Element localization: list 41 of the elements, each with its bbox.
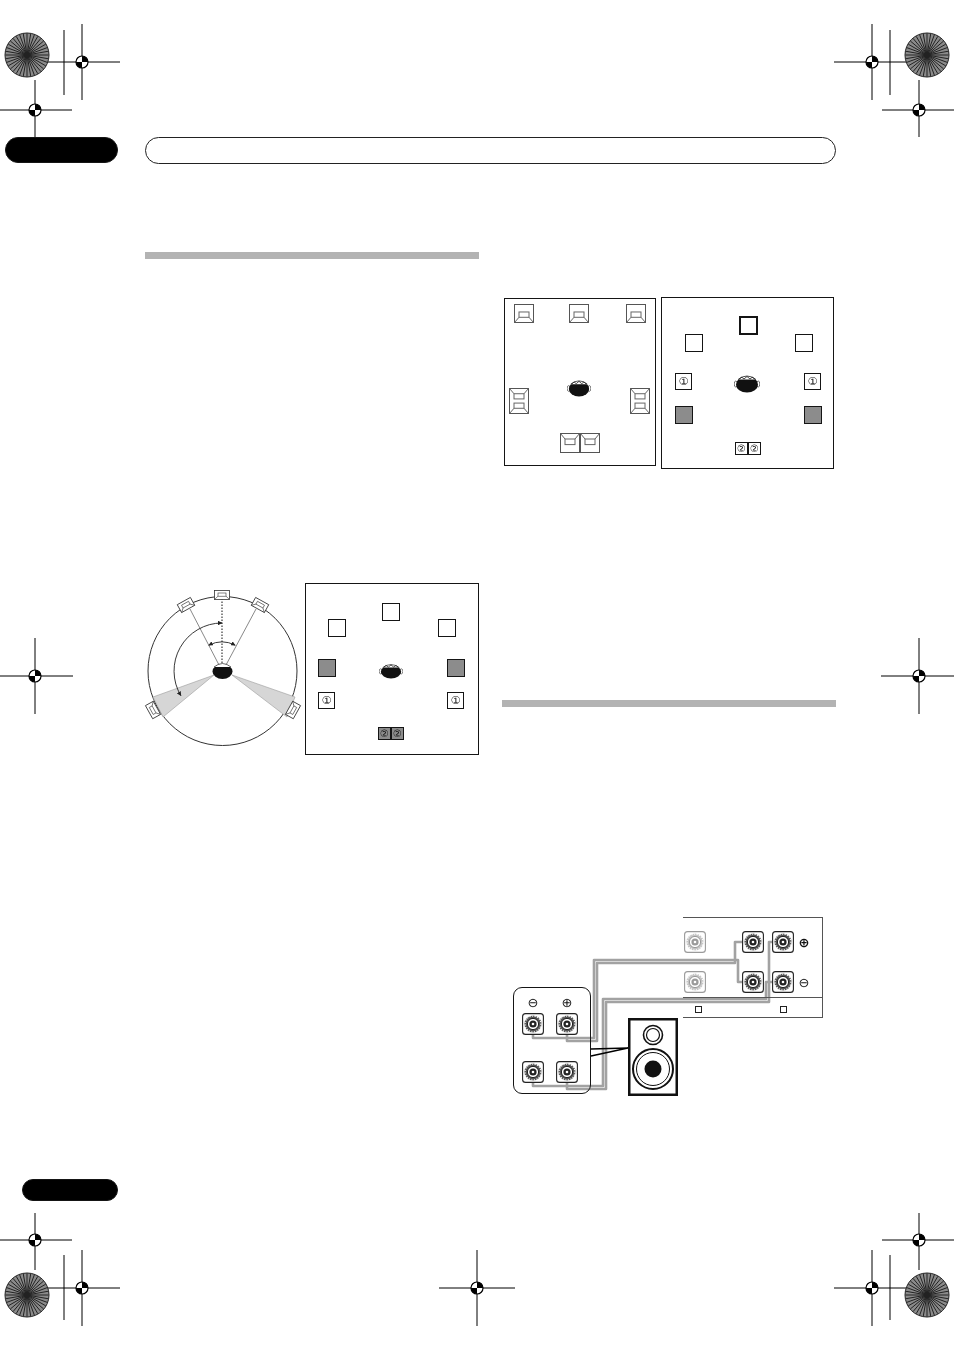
binding-post [684,971,706,993]
binding-post [742,931,764,953]
speaker-box: ② [748,442,761,455]
binding-post [556,1061,578,1083]
speaker-box [447,659,465,677]
polarity-sign: ⊕ [561,995,573,1009]
speaker-box [795,334,813,352]
speaker-box: ① [675,373,692,390]
speaker-terminal-panel [513,987,591,1094]
binding-post [684,931,706,953]
page-number-tab [22,1179,118,1201]
speaker-box: ② [391,727,404,740]
binding-post [772,931,794,953]
speaker-box [685,334,703,352]
speaker-box [318,659,336,677]
binding-post [772,971,794,993]
callout-lines [590,1047,629,1057]
speaker-layout-frame [305,583,479,755]
speaker-box [739,316,758,335]
speaker-layout-frame [661,297,834,469]
speaker-cabinet-drawing [628,1018,678,1096]
speaker-box: ① [447,692,464,709]
speaker-box: ② [735,442,748,455]
speaker-box [382,603,400,621]
binding-post [522,1013,544,1035]
speaker-box: ① [318,692,335,709]
binding-post [522,1061,544,1083]
speaker-box [438,619,456,637]
speaker-box [328,619,346,637]
polarity-sign: ⊖ [798,975,810,989]
receiver-terminal-panel [683,917,823,1018]
speaker-box [675,406,693,424]
speaker-box [804,406,822,424]
polarity-sign: ⊖ [527,995,539,1009]
binding-post [742,971,764,993]
polarity-sign: ⊕ [798,935,810,949]
chapter-tab [5,137,118,163]
speaker-layout-frame [504,298,656,466]
speaker-box: ① [804,373,821,390]
speaker-box: ② [378,727,391,740]
binding-post [556,1013,578,1035]
